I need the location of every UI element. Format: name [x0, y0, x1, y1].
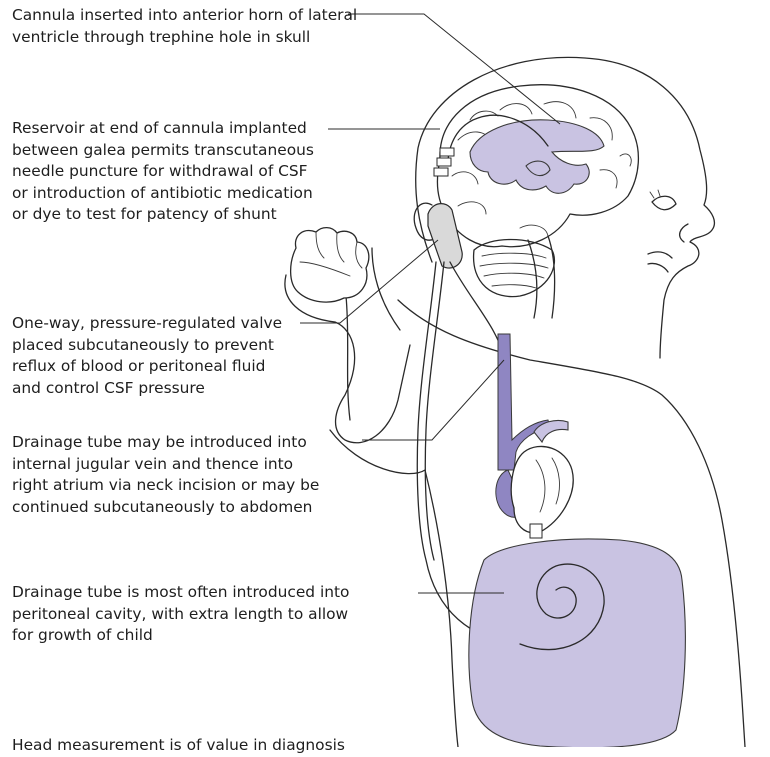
- label-jugular-drainage: Drainage tube may be introduced into int…: [12, 432, 319, 518]
- leader-jugular: [362, 360, 504, 440]
- label-cannula: Cannula inserted into anterior horn of l…: [12, 5, 357, 48]
- lateral-ventricle: [470, 120, 604, 193]
- label-peritoneal-drainage: Drainage tube is most often introduced i…: [12, 582, 349, 647]
- reservoir: [434, 148, 454, 176]
- label-reservoir: Reservoir at end of cannula implanted be…: [12, 118, 314, 226]
- nose: [680, 224, 688, 242]
- mouth: [648, 252, 672, 272]
- label-head-measurement: Head measurement is of value in diagnosi…: [12, 735, 345, 757]
- fist: [291, 228, 369, 302]
- head-outline: [416, 57, 715, 358]
- eye: [652, 196, 676, 210]
- label-valve: One-way, pressure-regulated valve placed…: [12, 313, 282, 399]
- valve: [428, 204, 462, 268]
